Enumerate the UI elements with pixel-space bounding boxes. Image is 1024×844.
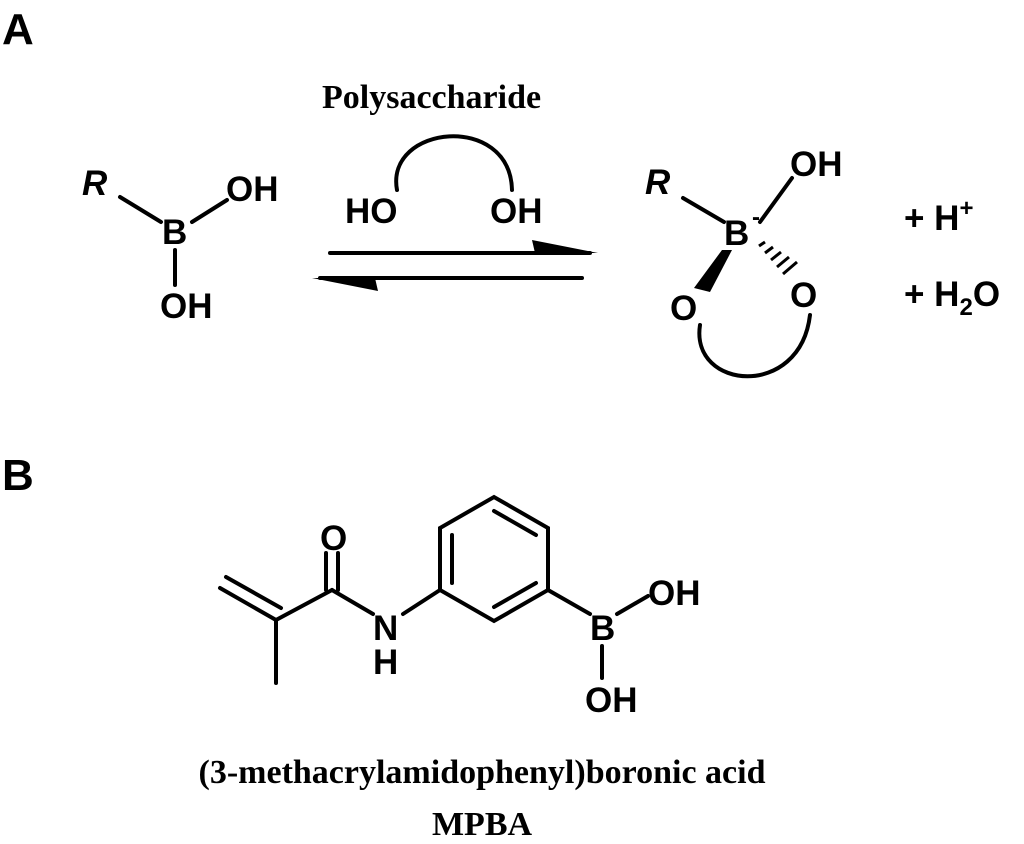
panel-b-label: B xyxy=(2,451,34,500)
amide-hydrogen: H xyxy=(373,643,398,682)
product-r-group: R xyxy=(645,163,671,202)
compound-name: (3-methacrylamidophenyl)boronic acid xyxy=(199,754,766,791)
product-b-oh-bond xyxy=(758,176,794,224)
product-ring-arc xyxy=(697,313,812,379)
boron-oh-bond-1 xyxy=(615,594,650,616)
amide-nitrogen: N xyxy=(373,609,398,648)
alpha-carbonyl-bond xyxy=(274,588,334,622)
reactant-oh-top: OH xyxy=(226,170,279,209)
carbonyl-n-bond xyxy=(330,588,375,616)
byproducts: + H+ + H2O xyxy=(904,195,1000,321)
vinyl-double-bond-2 xyxy=(224,575,283,610)
ring-boron-bond xyxy=(546,588,592,616)
reactant-b-oh-bond xyxy=(190,198,229,224)
n-ring-bond xyxy=(401,588,442,616)
forward-arrow-head xyxy=(532,240,598,253)
panel-a-label: A xyxy=(2,5,34,54)
diol-ho-left: HO xyxy=(345,192,398,231)
polysaccharide-diol: Polysaccharide HO OH xyxy=(322,79,543,231)
boronic-acid-reactant: R B OH OH xyxy=(82,164,279,326)
diol-oh-right: OH xyxy=(490,192,543,231)
aromatic-inner-bond-2 xyxy=(492,509,538,537)
product-boron: B xyxy=(724,214,749,253)
product-wedge-bond xyxy=(694,250,732,292)
benzene-ring xyxy=(438,494,550,624)
product-o-right: O xyxy=(790,276,817,315)
water-byproduct: + H2O xyxy=(904,275,1000,321)
product-hashed-bond xyxy=(758,240,798,276)
reactant-r-b-bond xyxy=(118,195,163,224)
aromatic-inner-bond-3 xyxy=(492,581,538,609)
mpba-structure: O N H B OH OH xyxy=(218,494,701,720)
mpba-oh-top: OH xyxy=(648,574,701,613)
product-oh: OH xyxy=(790,145,843,184)
carbonyl-oxygen: O xyxy=(320,519,347,558)
polysaccharide-backbone-arc xyxy=(394,134,514,192)
product-r-b-bond xyxy=(681,196,726,224)
vinyl-double-bond-1 xyxy=(218,586,278,622)
reactant-boron: B xyxy=(162,213,187,252)
reactant-oh-bottom: OH xyxy=(160,287,213,326)
polysaccharide-label: Polysaccharide xyxy=(322,79,541,116)
compound-abbreviation: MPBA xyxy=(432,806,533,843)
boronate-ester-product: R B - OH O O xyxy=(645,145,843,379)
product-boron-charge: - xyxy=(752,204,760,231)
equilibrium-arrows xyxy=(312,240,598,291)
product-o-left: O xyxy=(670,289,697,328)
mpba-boron: B xyxy=(590,609,615,648)
reactant-r-group: R xyxy=(82,164,108,203)
reverse-arrow-head xyxy=(312,278,378,291)
proton-byproduct: + H+ xyxy=(904,195,973,238)
mpba-oh-bottom: OH xyxy=(585,681,638,720)
